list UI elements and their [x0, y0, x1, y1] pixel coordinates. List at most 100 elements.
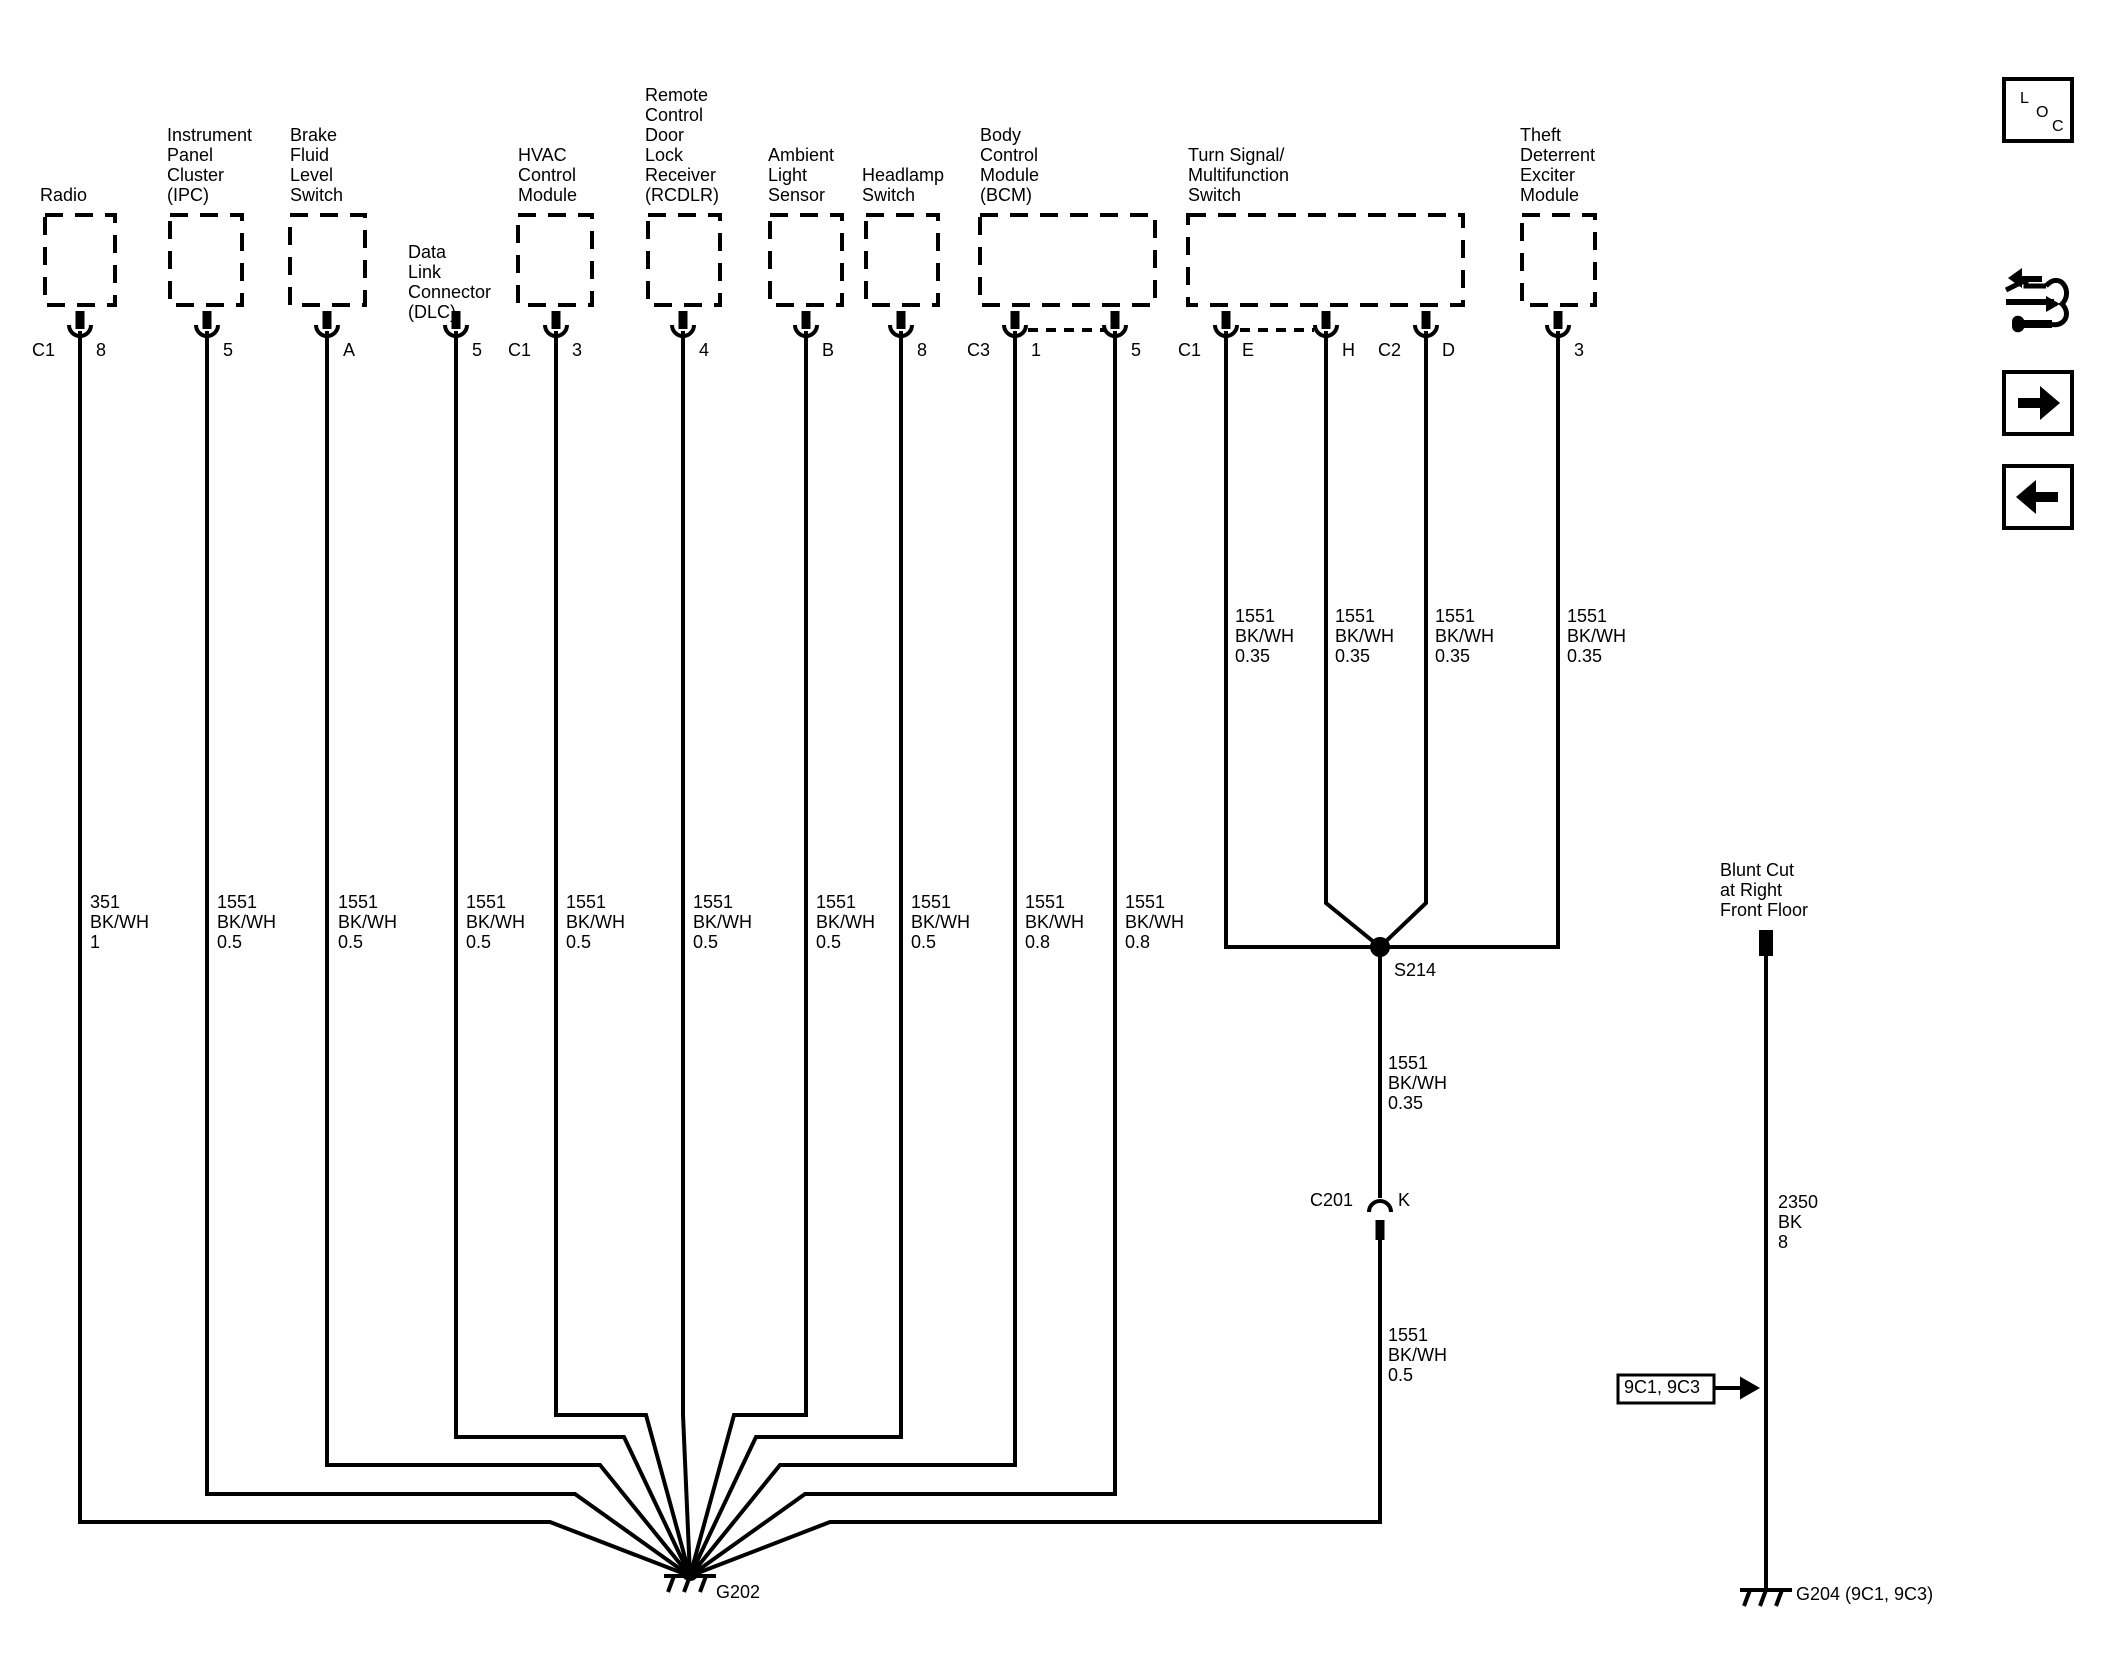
box-brake — [288, 213, 367, 307]
wire-brake — [325, 331, 692, 1578]
label-rcdlr: Remote Control Door Lock Receiver (RCDLR… — [645, 85, 719, 205]
pinno-radio-0: 8 — [96, 340, 107, 360]
ref-box-label: 9C1, 9C3 — [1624, 1377, 1701, 1397]
pin-bcm-1 — [1102, 311, 1128, 338]
label-turn: Turn Signal/ Multifunction Switch — [1188, 145, 1290, 205]
loc-button[interactable]: L O C — [2002, 77, 2074, 143]
pinno-headlamp-0: 8 — [917, 340, 928, 360]
conn-bcm-0: C3 — [967, 340, 991, 360]
box-rcdlr — [646, 213, 722, 307]
wire-dlc — [454, 331, 692, 1577]
arrow-right-icon — [2018, 386, 2060, 420]
arrow-left-icon — [2016, 480, 2058, 514]
pin-bcm-0 — [1002, 311, 1028, 338]
box-bcm — [978, 213, 1157, 307]
ground-g202-junction — [681, 1563, 699, 1581]
wire-hvac — [554, 331, 692, 1577]
wire-ipc — [205, 331, 692, 1578]
wire-bcm-5 — [688, 331, 1117, 1578]
box-hvac — [516, 213, 594, 307]
wire-label-dlc: 1551 BK/WH 0.5 — [466, 892, 526, 952]
pinno-brake-0: A — [343, 340, 356, 360]
splice-label: S214 — [1394, 960, 1437, 980]
wire-label-ambient: 1551 BK/WH 0.5 — [816, 892, 876, 952]
pinno-turn-1: H — [1342, 340, 1355, 360]
loc-letter-l: L — [2020, 90, 2029, 107]
wire-lower — [689, 1225, 1382, 1578]
box-ipc — [168, 213, 244, 307]
wire-label-bcm-5: 1551 BK/WH 0.8 — [1125, 892, 1185, 952]
label-dlc: Data Link Connector (DLC) — [408, 242, 492, 322]
label-theft: Theft Deterrent Exciter Module — [1520, 125, 1596, 205]
ref-arrow-head — [1740, 1376, 1761, 1400]
c201-conn-label: C201 — [1310, 1190, 1354, 1210]
wire-label-splice: 1551 BK/WH 0.35 — [1388, 1053, 1448, 1113]
ground-g204-icon — [1740, 1588, 1792, 1607]
prev-page-button[interactable] — [2002, 464, 2074, 530]
box-theft — [1520, 213, 1597, 307]
wire-label-g204: 2350 BK 8 — [1778, 1192, 1819, 1252]
pin-turn-0 — [1213, 311, 1239, 338]
c201-pin-label: K — [1398, 1190, 1411, 1210]
conn-radio-0: C1 — [32, 340, 56, 360]
ref-box — [1616, 1373, 1716, 1405]
splice-s214 — [1370, 937, 1390, 957]
conn-hvac-0: C1 — [508, 340, 532, 360]
pin-headlamp-0 — [888, 311, 914, 338]
pinno-bcm-1: 5 — [1131, 340, 1142, 360]
pin-rcdlr-0 — [670, 311, 696, 338]
label-bcm: Body Control Module (BCM) — [980, 125, 1040, 205]
conn-turn-2: C2 — [1378, 340, 1402, 360]
pin-hvac-0 — [543, 311, 569, 338]
pinno-bcm-0: 1 — [1031, 340, 1042, 360]
pin-turn-2 — [1413, 311, 1439, 338]
pinno-ipc-0: 5 — [223, 340, 234, 360]
label-ipc: Instrument Panel Cluster (IPC) — [167, 125, 253, 205]
connector-view-icon[interactable] — [2002, 262, 2078, 346]
pin-ambient-0 — [793, 311, 819, 338]
pin-theft-0 — [1545, 311, 1571, 338]
blunt-cut-label: Blunt Cut at Right Front Floor — [1720, 860, 1809, 920]
wire-label-brake: 1551 BK/WH 0.5 — [338, 892, 398, 952]
pin-brake-0 — [314, 311, 340, 338]
pin-dlc-0 — [443, 311, 469, 338]
ground-g202-label: G202 — [716, 1582, 761, 1602]
wire-bcm-1 — [688, 331, 1017, 1578]
wire-label-radio: 351 BK/WH 1 — [90, 892, 150, 952]
wire-label-ipc: 1551 BK/WH 0.5 — [217, 892, 277, 952]
pin-turn-1 — [1313, 311, 1339, 338]
ground-g204-label: G204 (9C1, 9C3) — [1796, 1584, 1934, 1604]
label-hvac: HVAC Control Module — [518, 145, 578, 205]
wire-rcdlr — [681, 331, 692, 1577]
wire-label-bcm-1: 1551 BK/WH 0.8 — [1025, 892, 1085, 952]
wire-radio — [78, 331, 691, 1578]
blunt-cut-marker — [1759, 930, 1773, 956]
box-headlamp — [864, 213, 940, 307]
label-radio: Radio — [40, 185, 88, 205]
pin-ipc-0 — [194, 311, 220, 338]
label-ambient: Ambient Light Sensor — [768, 145, 835, 205]
pinno-turn-0: E — [1242, 340, 1255, 360]
wire-label-lower: 1551 BK/WH 0.5 — [1388, 1325, 1448, 1385]
wire-label-hvac: 1551 BK/WH 0.5 — [566, 892, 626, 952]
loc-letter-c: C — [2052, 118, 2064, 135]
pinno-theft-0: 3 — [1574, 340, 1585, 360]
box-ambient — [768, 213, 844, 307]
pinno-ambient-0: B — [822, 340, 835, 360]
pinno-turn-2: D — [1442, 340, 1455, 360]
wire-ambient — [688, 331, 808, 1577]
connector-c201-symbol — [1367, 1199, 1393, 1213]
label-brake: Brake Fluid Level Switch — [290, 125, 344, 205]
conn-turn-0: C1 — [1178, 340, 1202, 360]
next-page-button[interactable] — [2002, 370, 2074, 436]
box-radio — [43, 213, 117, 307]
wire-label-turn-h: 1551 BK/WH 0.35 — [1335, 606, 1395, 666]
wire-label-headlamp: 1551 BK/WH 0.5 — [911, 892, 971, 952]
pinno-dlc-0: 5 — [472, 340, 483, 360]
wire-label-theft: 1551 BK/WH 0.35 — [1567, 606, 1627, 666]
box-turn — [1186, 213, 1465, 307]
wire-label-turn-d: 1551 BK/WH 0.35 — [1435, 606, 1495, 666]
wire-turn-e-theft — [1224, 331, 1560, 949]
label-headlamp: Headlamp Switch — [862, 165, 945, 205]
